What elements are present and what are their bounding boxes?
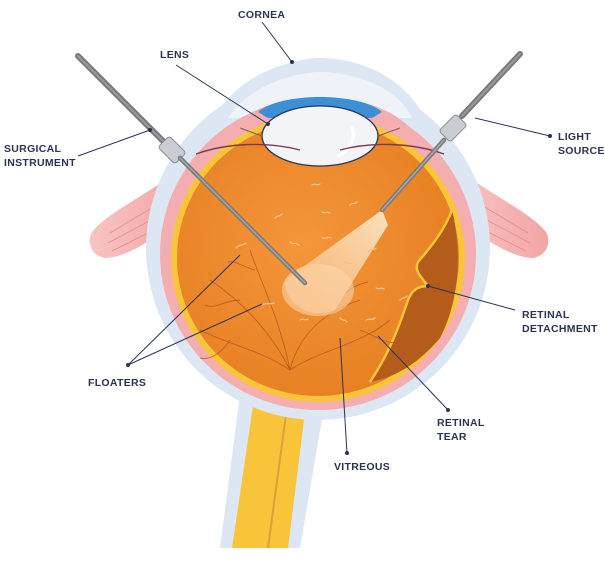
cornea-leader [262,22,294,64]
label-lens: LENS [160,49,189,61]
label-retinal-detachment-1: RETINAL [522,309,570,321]
label-floaters: FLOATERS [88,377,146,389]
lens [262,106,378,166]
label-retinal-detachment-2: DETACHMENT [522,323,598,335]
label-cornea: CORNEA [238,9,285,21]
label-retinal-tear-1: RETINAL [437,417,485,429]
label-light-source-2: SOURCE [558,145,605,157]
surgical-leader [78,128,152,156]
label-surgical-instrument-2: INSTRUMENT [4,157,76,169]
label-surgical-instrument-1: SURGICAL [4,143,62,155]
label-vitreous: VITREOUS [334,461,390,473]
label-retinal-tear-2: TEAR [437,431,467,443]
light-leader [475,118,552,138]
label-light-source-1: LIGHT [558,131,591,143]
